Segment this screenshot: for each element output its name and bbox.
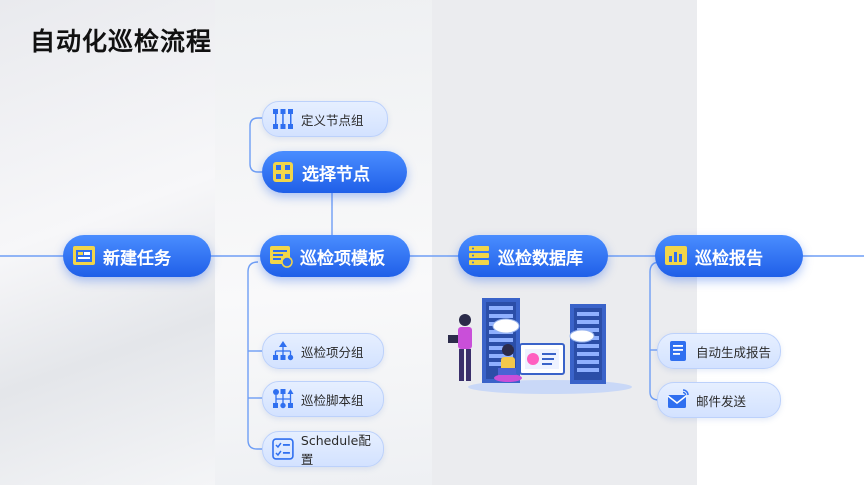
define-group-label: 定义节点组 [301,112,364,128]
document-icon [670,341,686,361]
database-icon [469,246,489,265]
new-task-node[interactable]: 新建任务 [63,235,211,277]
node-select-icon [273,162,293,182]
report-chart-icon [665,246,687,265]
task-board-icon [73,246,95,265]
new-task-label: 新建任务 [103,248,171,269]
server-illustration [448,298,632,394]
template-label: 巡检项模板 [300,248,385,269]
item-group-label: 巡检项分组 [301,344,364,360]
page-title: 自动化巡检流程 [30,27,213,56]
item-group-node[interactable]: 巡检项分组 [262,333,384,369]
select-nodes-label: 选择节点 [302,164,370,185]
select-nodes-node[interactable]: 选择节点 [262,151,407,193]
report-node[interactable]: 巡检报告 [655,235,803,277]
grid-nodes-icon [273,109,293,129]
auto-report-label: 自动生成报告 [696,344,772,360]
template-node[interactable]: 巡检项模板 [260,235,410,277]
schedule-node[interactable]: Schedule配置 [262,431,384,467]
schedule-label: Schedule配置 [300,433,371,467]
script-tree-icon [273,389,294,409]
email-node[interactable]: 邮件发送 [657,382,781,418]
auto-report-node[interactable]: 自动生成报告 [657,333,781,369]
script-group-node[interactable]: 巡检脚本组 [262,381,384,417]
database-node[interactable]: 巡检数据库 [458,235,608,277]
checklist-icon [272,438,294,460]
hierarchy-icon [273,341,294,361]
mail-icon [667,389,689,408]
email-label: 邮件发送 [696,393,747,409]
define-group-node[interactable]: 定义节点组 [262,101,388,137]
report-label: 巡检报告 [695,248,763,269]
template-icon [270,246,293,268]
script-group-label: 巡检脚本组 [301,392,364,408]
database-label: 巡检数据库 [498,248,583,269]
